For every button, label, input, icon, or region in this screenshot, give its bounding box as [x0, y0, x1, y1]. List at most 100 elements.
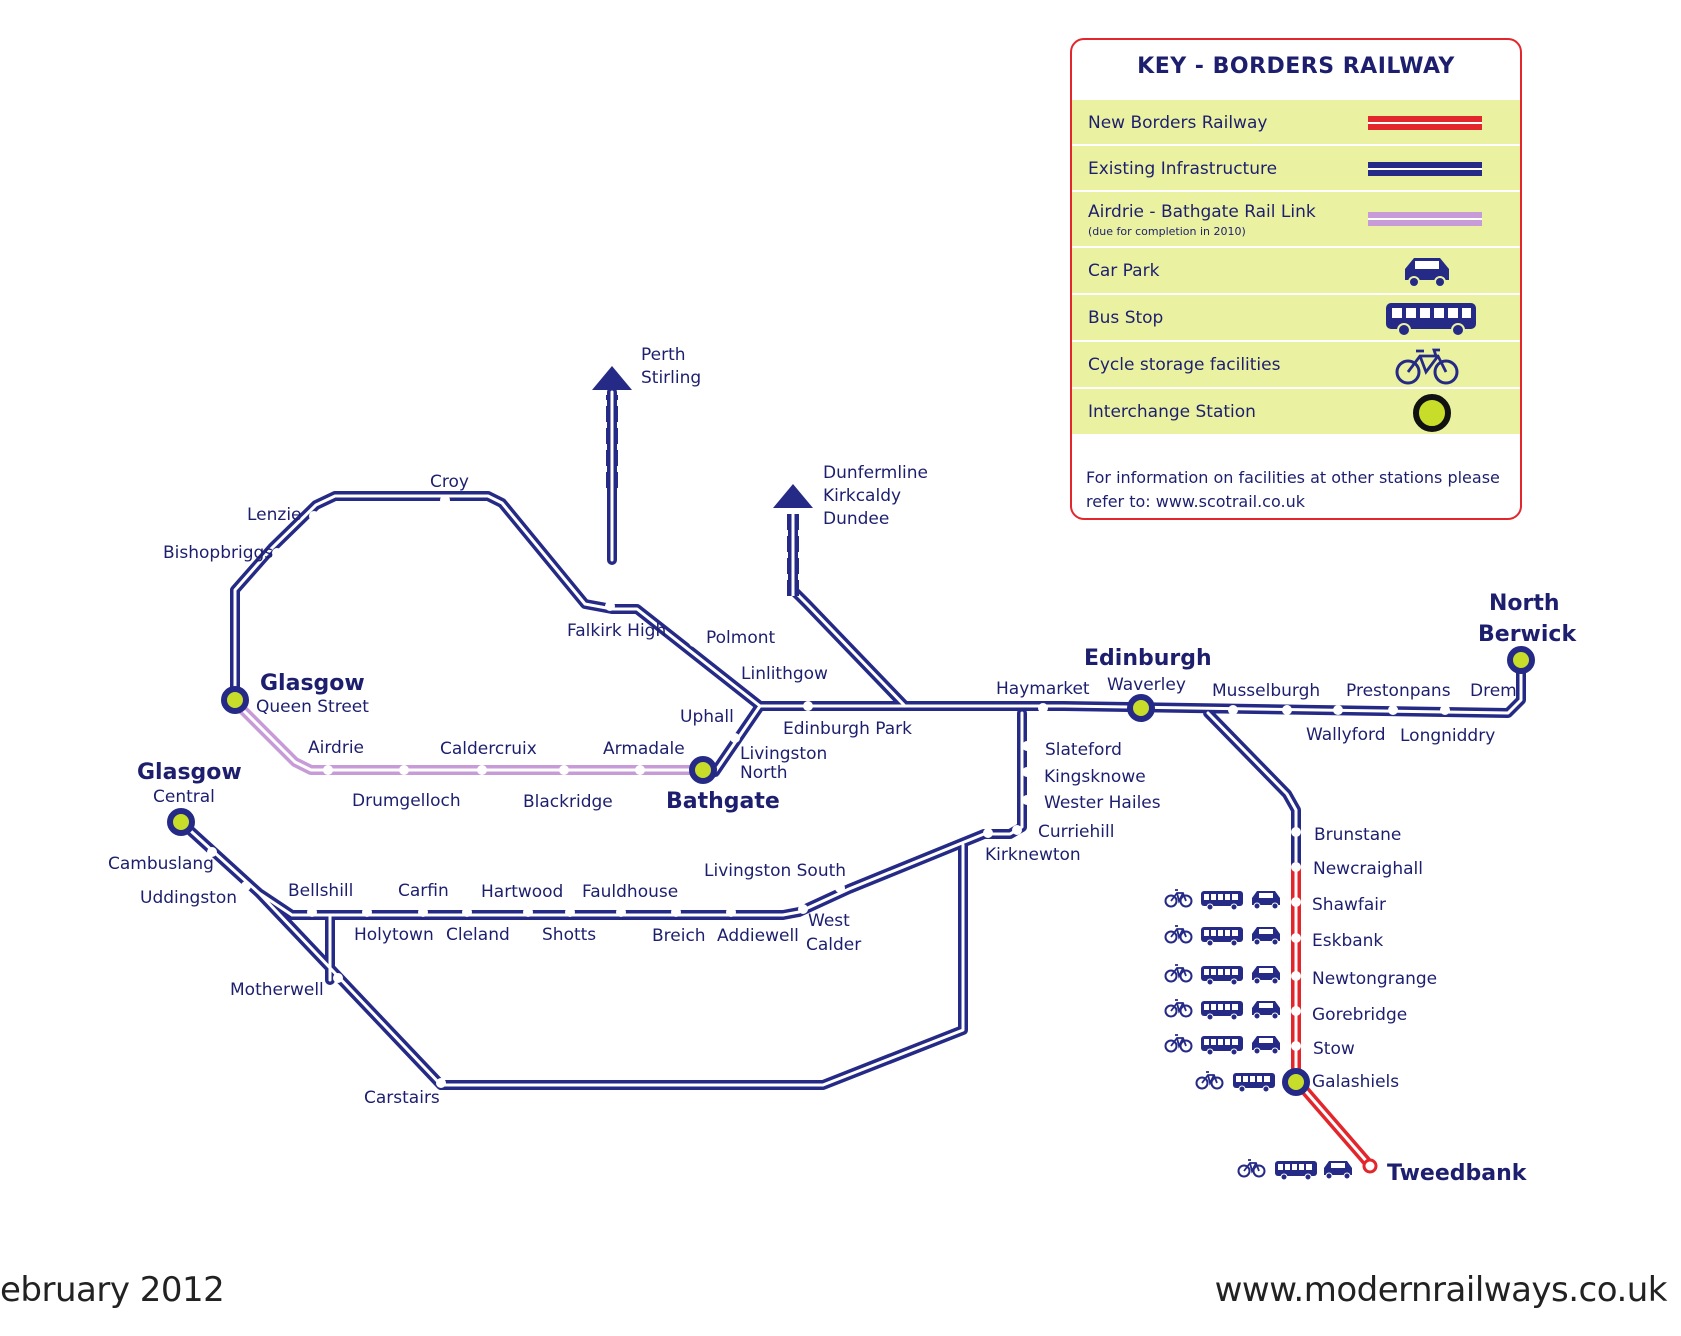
key-row-bus-stop: Bus Stop: [1072, 295, 1520, 342]
station-stops: [207, 495, 1450, 1088]
interchange-galashiels: [1282, 1068, 1310, 1096]
label-blackridge: Blackridge: [523, 792, 613, 812]
key-label: Existing Infrastructure: [1088, 159, 1278, 179]
key-label: Car Park: [1088, 261, 1160, 281]
label-livingston-north-2: North: [740, 763, 788, 783]
label-cambuslang: Cambuslang: [108, 854, 214, 874]
key-label: Interchange Station: [1088, 402, 1256, 422]
label-bellshill: Bellshill: [288, 881, 353, 901]
dest-perth: Perth: [641, 345, 686, 365]
label-musselburgh: Musselburgh: [1212, 681, 1320, 701]
label-glasgow-qs-sub: Queen Street: [256, 697, 369, 717]
dest-kirkcaldy: Kirkcaldy: [823, 486, 901, 506]
label-falkirk-high: Falkirk High: [567, 621, 666, 641]
interchange-bathgate: [689, 756, 717, 784]
label-curriehill: Curriehill: [1038, 822, 1114, 842]
car-icon: [1405, 258, 1449, 288]
interchange-edinburgh-waverley: [1127, 694, 1155, 722]
label-haymarket: Haymarket: [996, 679, 1090, 699]
arrow-north-east-icon: [773, 484, 813, 508]
label-cleland: Cleland: [446, 925, 510, 945]
label-glasgow-c: Glasgow: [137, 760, 242, 785]
label-lenzie: Lenzie: [247, 505, 302, 525]
dest-stirling: Stirling: [641, 368, 701, 388]
key-row-car-park: Car Park: [1072, 248, 1520, 295]
label-carstairs: Carstairs: [364, 1088, 440, 1108]
label-airdrie: Airdrie: [308, 738, 364, 758]
key-label: New Borders Railway: [1088, 113, 1268, 133]
label-carfin: Carfin: [398, 881, 449, 901]
label-fauldhouse: Fauldhouse: [582, 882, 678, 902]
dest-dundee: Dundee: [823, 509, 889, 529]
label-glasgow-qs: Glasgow: [260, 671, 365, 696]
label-kingsknowe: Kingsknowe: [1044, 767, 1146, 787]
label-addiewell: Addiewell: [717, 926, 799, 946]
bus-icon: [1386, 303, 1476, 337]
key-title: KEY - BORDERS RAILWAY: [1137, 54, 1455, 79]
blue-line-icon: [1368, 162, 1482, 176]
label-north-berwick-2: Berwick: [1478, 622, 1577, 647]
label-north-berwick-1: North: [1489, 591, 1560, 616]
label-edinburgh: Edinburgh: [1084, 646, 1212, 671]
label-hartwood: Hartwood: [481, 882, 563, 902]
interchange-stations: [167, 646, 1535, 1096]
station-labels: Perth Stirling Dunfermline Kirkcaldy Dun…: [108, 345, 1577, 1186]
label-brunstane: Brunstane: [1314, 825, 1401, 845]
interchange-north-berwick: [1507, 646, 1535, 674]
key-label: Bus Stop: [1088, 308, 1164, 328]
interchange-glasgow-central: [167, 808, 195, 836]
label-drem: Drem: [1470, 681, 1517, 701]
lilac-line-icon: [1368, 212, 1482, 226]
label-longniddry: Longniddry: [1400, 726, 1495, 746]
key-label: Cycle storage facilities: [1088, 355, 1281, 375]
interchange-glasgow-queen-street: [221, 686, 249, 714]
label-edinburgh-park: Edinburgh Park: [783, 719, 912, 739]
label-wester-hailes: Wester Hailes: [1044, 793, 1161, 813]
label-breich: Breich: [652, 926, 706, 946]
label-west-calder-2: Calder: [806, 935, 861, 955]
label-newcraighall: Newcraighall: [1313, 859, 1423, 879]
key-row-existing: Existing Infrastructure: [1072, 146, 1520, 192]
label-galashiels: Galashiels: [1312, 1072, 1399, 1092]
label-prestonpans: Prestonpans: [1346, 681, 1451, 701]
label-stow: Stow: [1313, 1039, 1355, 1059]
label-motherwell: Motherwell: [230, 980, 324, 1000]
label-uphall: Uphall: [680, 707, 734, 727]
key-sublabel: (due for completion in 2010): [1088, 225, 1246, 238]
key-row-interchange: Interchange Station: [1072, 389, 1520, 436]
key-footnote: For information on facilities at other s…: [1086, 468, 1500, 511]
label-tweedbank: Tweedbank: [1387, 1161, 1528, 1186]
label-west-calder-1: West: [808, 911, 850, 931]
label-glasgow-c-sub: Central: [153, 787, 215, 807]
label-gorebridge: Gorebridge: [1312, 1005, 1407, 1025]
key-label: Airdrie - Bathgate Rail Link: [1088, 202, 1316, 222]
interchange-icon: [1413, 394, 1451, 432]
label-eskbank: Eskbank: [1312, 931, 1383, 951]
label-holytown: Holytown: [354, 925, 434, 945]
bicycle-icon: [1395, 348, 1459, 385]
label-slateford: Slateford: [1045, 740, 1122, 760]
label-linlithgow: Linlithgow: [741, 664, 828, 684]
label-wallyford: Wallyford: [1306, 725, 1386, 745]
footer-date: ebruary 2012: [0, 1270, 225, 1310]
label-bishopbriggs: Bishopbriggs: [163, 543, 273, 563]
label-kirknewton: Kirknewton: [985, 845, 1081, 865]
red-line-icon: [1368, 116, 1482, 130]
label-armadale: Armadale: [603, 739, 685, 759]
arrow-north-west-icon: [592, 366, 632, 390]
label-shawfair: Shawfair: [1312, 895, 1386, 915]
label-livingston-north-1: Livingston: [740, 744, 827, 764]
label-polmont: Polmont: [706, 628, 776, 648]
label-edinburgh-sub: Waverley: [1107, 675, 1186, 695]
label-drumgelloch: Drumgelloch: [352, 791, 461, 811]
dest-dunfermline: Dunfermline: [823, 463, 928, 483]
key-rows: New Borders Railway Existing Infrastruct…: [1072, 100, 1520, 436]
label-uddingston: Uddingston: [140, 888, 237, 908]
footer-website: www.modernrailways.co.uk: [1214, 1270, 1668, 1310]
label-livingston-south: Livingston South: [704, 861, 846, 881]
north-dashed-lines: [592, 366, 813, 596]
map-key: KEY - BORDERS RAILWAY New Borders Railwa…: [1070, 38, 1522, 520]
label-caldercruix: Caldercruix: [440, 739, 537, 759]
label-bathgate: Bathgate: [666, 789, 780, 814]
